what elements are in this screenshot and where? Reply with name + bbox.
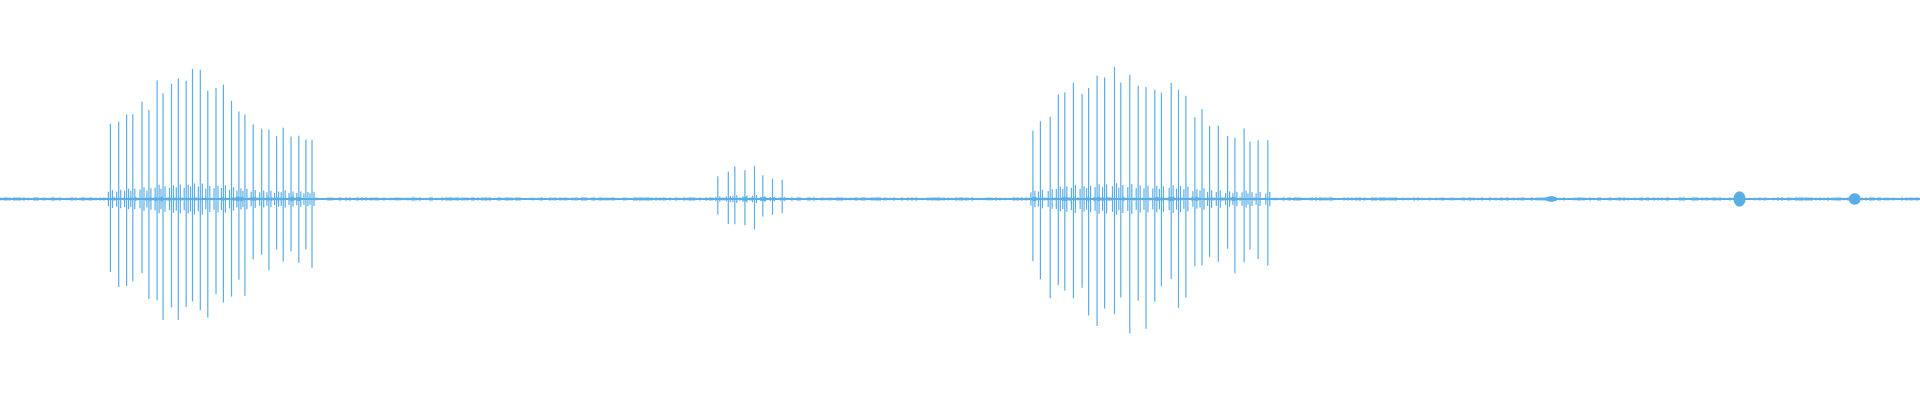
waveform-noise bbox=[0, 196, 1919, 202]
waveform-blip bbox=[1848, 193, 1861, 205]
waveform-burst bbox=[1030, 67, 1271, 334]
waveform-spikes bbox=[715, 165, 785, 230]
waveform-blip bbox=[1733, 191, 1746, 207]
waveform-burst bbox=[107, 69, 315, 320]
waveform-blips bbox=[1545, 191, 1861, 207]
waveform-spikes bbox=[1030, 67, 1271, 334]
waveform-burst bbox=[715, 165, 785, 230]
waveform-blip bbox=[1545, 196, 1558, 202]
waveform-spikes bbox=[107, 69, 315, 320]
waveform-bursts bbox=[0, 67, 1919, 334]
